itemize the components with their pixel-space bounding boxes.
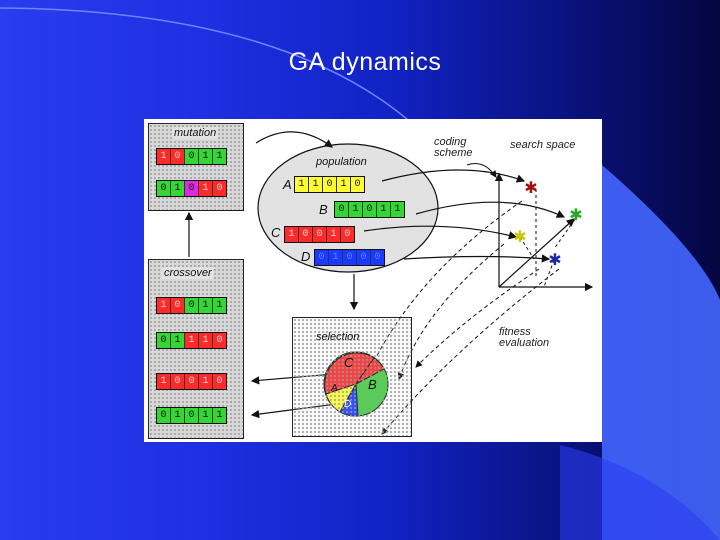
gene-bit: 0 <box>185 374 199 389</box>
gene-bit: 0 <box>371 250 384 265</box>
svg-text:✱: ✱ <box>524 180 537 197</box>
gene-bit: 0 <box>171 374 185 389</box>
gene-bit: 0 <box>299 227 313 242</box>
pie-letter-c: C <box>344 355 354 370</box>
gene-bit: 1 <box>157 374 171 389</box>
gene-bit: 1 <box>329 250 343 265</box>
gene-bit: 0 <box>341 227 354 242</box>
gene-bit: 1 <box>309 177 323 192</box>
gene-bit: 0 <box>185 149 199 164</box>
gene-bit: 1 <box>199 408 213 423</box>
mutation-label: mutation <box>172 127 219 139</box>
gene-bit: 1 <box>199 333 213 348</box>
gene-bit: 0 <box>185 298 199 313</box>
gene-bit: 1 <box>199 149 213 164</box>
gene-bit: 1 <box>185 333 199 348</box>
gene-bit: 0 <box>323 177 337 192</box>
gene-bit: 1 <box>377 202 391 217</box>
gene-bit: 1 <box>171 333 185 348</box>
population-label: population <box>316 156 367 168</box>
coding-scheme-label: coding scheme <box>434 136 473 159</box>
pie-letter-d: D <box>344 399 352 410</box>
slide-title: GA dynamics <box>288 48 442 76</box>
gene-bit: 0 <box>171 298 185 313</box>
selection-label: selection <box>316 331 360 343</box>
gene-bit: 0 <box>213 333 226 348</box>
gene-bit: 0 <box>313 227 327 242</box>
gene-bit: 1 <box>199 298 213 313</box>
gene-bit: 0 <box>213 374 226 389</box>
population-letter-d: D <box>301 249 311 264</box>
gene-bit: 1 <box>337 177 351 192</box>
gene-bit: 0 <box>363 202 377 217</box>
selection-panel <box>292 317 412 437</box>
gene-bit: 0 <box>213 181 226 196</box>
svg-text:✱: ✱ <box>569 207 582 224</box>
gene-bit: 0 <box>157 408 171 423</box>
crossover-label: crossover <box>162 267 214 279</box>
population-letter-a: A <box>283 177 292 192</box>
svg-text:✱: ✱ <box>513 229 526 246</box>
gene-bit: 1 <box>157 298 171 313</box>
gene-bit: 0 <box>315 250 329 265</box>
pie-letter-a: A <box>331 383 338 394</box>
crossover-panel <box>148 259 244 439</box>
gene-bit: 1 <box>285 227 299 242</box>
gene-bit: 1 <box>199 181 213 196</box>
gene-bit: 1 <box>391 202 404 217</box>
gene-bit: 0 <box>157 181 171 196</box>
gene-bit: 1 <box>213 408 226 423</box>
gene-bit: 0 <box>185 408 199 423</box>
population-letter-c: C <box>271 225 281 240</box>
gene-bit: 1 <box>171 408 185 423</box>
gene-bit: 0 <box>343 250 357 265</box>
svg-text:✱: ✱ <box>548 252 561 269</box>
gene-bit: 0 <box>157 333 171 348</box>
gene-bit: 1 <box>295 177 309 192</box>
search-space-label: search space <box>510 139 576 151</box>
gene-bit: 1 <box>171 181 185 196</box>
gene-bit: 0 <box>335 202 349 217</box>
gene-bit: 1 <box>349 202 363 217</box>
gene-bit: 0 <box>351 177 364 192</box>
gene-bit: 1 <box>213 149 226 164</box>
fitness-evaluation-label: fitness evaluation <box>499 326 550 349</box>
gene-bit: 1 <box>327 227 341 242</box>
gene-bit: 1 <box>213 298 226 313</box>
gene-bit: 1 <box>157 149 171 164</box>
gene-bit: 1 <box>199 374 213 389</box>
pie-letter-b: B <box>368 377 377 392</box>
gene-bit: 0 <box>357 250 371 265</box>
population-letter-b: B <box>319 202 328 217</box>
search-space-points: ✱ ✱ ✱ ✱ <box>513 180 582 269</box>
gene-bit: 0 <box>171 149 185 164</box>
gene-bit: 0 <box>185 181 199 196</box>
